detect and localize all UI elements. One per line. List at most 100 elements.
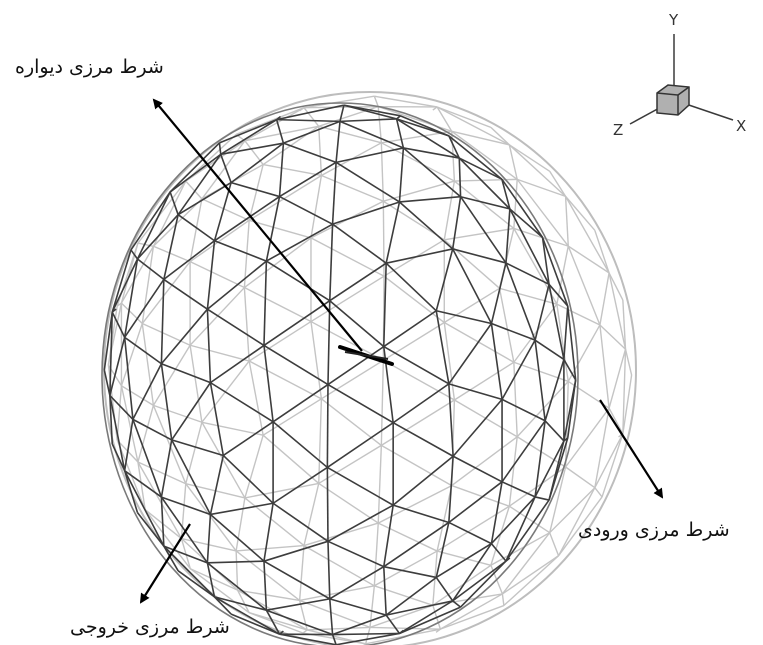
front-mesh-edge xyxy=(384,311,436,347)
back-mesh-edge xyxy=(190,220,249,261)
front-mesh-edge xyxy=(449,324,492,384)
front-mesh-edge xyxy=(277,120,340,122)
front-mesh-edge xyxy=(506,500,549,561)
back-mesh-edge xyxy=(245,435,263,498)
back-mesh-edge xyxy=(244,288,311,322)
front-mesh-edge xyxy=(333,633,400,634)
front-mesh-edge xyxy=(221,154,231,182)
front-mesh-edge xyxy=(328,541,330,599)
back-mesh-edge xyxy=(600,273,609,325)
front-mesh-edge xyxy=(266,224,332,261)
front-mesh-edge xyxy=(264,345,273,421)
inlet-boundary-label: شرط مرزی ورودی xyxy=(578,519,730,541)
front-mesh-edge xyxy=(453,544,492,601)
front-mesh-edge xyxy=(207,309,264,345)
front-mesh-edge xyxy=(336,162,399,202)
back-mesh-edge xyxy=(190,345,249,361)
front-mesh-edge xyxy=(178,215,214,241)
back-mesh-edge xyxy=(500,288,514,362)
front-mesh-edge xyxy=(264,561,266,610)
back-mesh-edge xyxy=(370,605,433,627)
front-mesh-edge xyxy=(393,384,449,423)
front-mesh-edge xyxy=(399,202,452,249)
back-mesh-edge xyxy=(245,483,319,497)
front-mesh-edge xyxy=(535,340,545,421)
back-mesh-edge xyxy=(142,324,190,346)
back-mesh-edge xyxy=(153,246,190,261)
front-mesh-edge xyxy=(210,383,223,456)
front-mesh-edge xyxy=(491,324,535,341)
front-mesh-edge xyxy=(264,503,273,561)
back-mesh-edge xyxy=(366,627,370,643)
front-mesh-edge xyxy=(333,202,400,224)
front-mesh-edge xyxy=(283,143,336,162)
front-mesh-edge xyxy=(384,567,386,615)
front-mesh-edge xyxy=(214,197,279,241)
back-mesh-edge xyxy=(304,546,374,586)
front-mesh-edge xyxy=(491,324,502,400)
back-mesh-edge xyxy=(566,196,569,246)
front-mesh-edge xyxy=(264,301,330,346)
front-mesh-edge xyxy=(502,482,535,497)
front-mesh-edge xyxy=(399,148,403,202)
front-mesh-edge xyxy=(545,421,564,441)
front-mesh-edge xyxy=(161,440,171,497)
front-mesh-edge xyxy=(459,158,460,197)
back-mesh-edge xyxy=(153,405,201,422)
front-mesh-edge xyxy=(449,456,453,522)
front-mesh-edge xyxy=(231,614,279,634)
back-mesh-edge xyxy=(304,107,378,108)
front-mesh-edge xyxy=(210,383,273,422)
back-mesh-edge xyxy=(321,399,381,446)
front-mesh-edge xyxy=(336,121,340,162)
front-mesh-edge xyxy=(384,505,393,567)
outlet-boundary-label: شرط مرزی خروجی xyxy=(70,616,230,638)
front-mesh-edge xyxy=(393,505,449,522)
back-sphere-mesh xyxy=(108,96,631,644)
front-mesh-edge xyxy=(264,261,266,345)
front-mesh-edge xyxy=(330,301,384,347)
front-mesh-edge xyxy=(449,384,453,456)
back-mesh-edge xyxy=(600,325,609,408)
back-mesh-edge xyxy=(244,288,249,361)
back-mesh-edge xyxy=(311,175,321,237)
back-mesh-edge xyxy=(138,462,181,539)
front-mesh-edge xyxy=(210,455,223,514)
front-mesh-edge xyxy=(453,456,502,482)
front-mesh-edge xyxy=(210,514,264,561)
back-mesh-edge xyxy=(311,238,384,276)
back-mesh-edge xyxy=(440,606,503,630)
front-mesh-edge xyxy=(330,599,386,615)
front-mesh-edge xyxy=(330,263,386,301)
front-mesh-edge xyxy=(564,306,568,359)
back-mesh-edge xyxy=(626,349,632,375)
front-mesh-edge xyxy=(125,471,164,546)
back-mesh-edge xyxy=(374,96,378,106)
back-mesh-edge xyxy=(384,276,444,322)
front-mesh-edge xyxy=(219,143,220,154)
back-mesh-edge xyxy=(444,288,499,322)
back-mesh-edge xyxy=(300,546,304,601)
front-mesh-edge xyxy=(491,263,506,324)
front-mesh-edge xyxy=(403,148,460,197)
front-mesh-edge xyxy=(207,514,210,562)
back-mesh-edge xyxy=(236,551,237,590)
front-mesh-edge xyxy=(453,249,492,324)
back-mesh-edge xyxy=(502,594,503,606)
wall-boundary-label: شرط مرزی دیواره xyxy=(15,56,164,78)
back-mesh-edge xyxy=(566,467,595,488)
front-mesh-edge xyxy=(330,567,384,599)
back-mesh-edge xyxy=(595,408,609,488)
front-mesh-edge xyxy=(207,241,214,309)
back-mesh-edge xyxy=(244,238,311,288)
back-mesh-edge xyxy=(138,181,186,243)
back-mesh-edge xyxy=(454,179,517,181)
front-mesh-edge xyxy=(277,120,284,144)
front-mesh-edge xyxy=(266,261,329,301)
front-mesh-edge xyxy=(386,263,436,311)
front-mesh-edge xyxy=(207,261,266,309)
back-mesh-edge xyxy=(304,483,319,545)
front-mesh-edge xyxy=(131,192,170,250)
front-mesh-edge xyxy=(535,340,564,359)
